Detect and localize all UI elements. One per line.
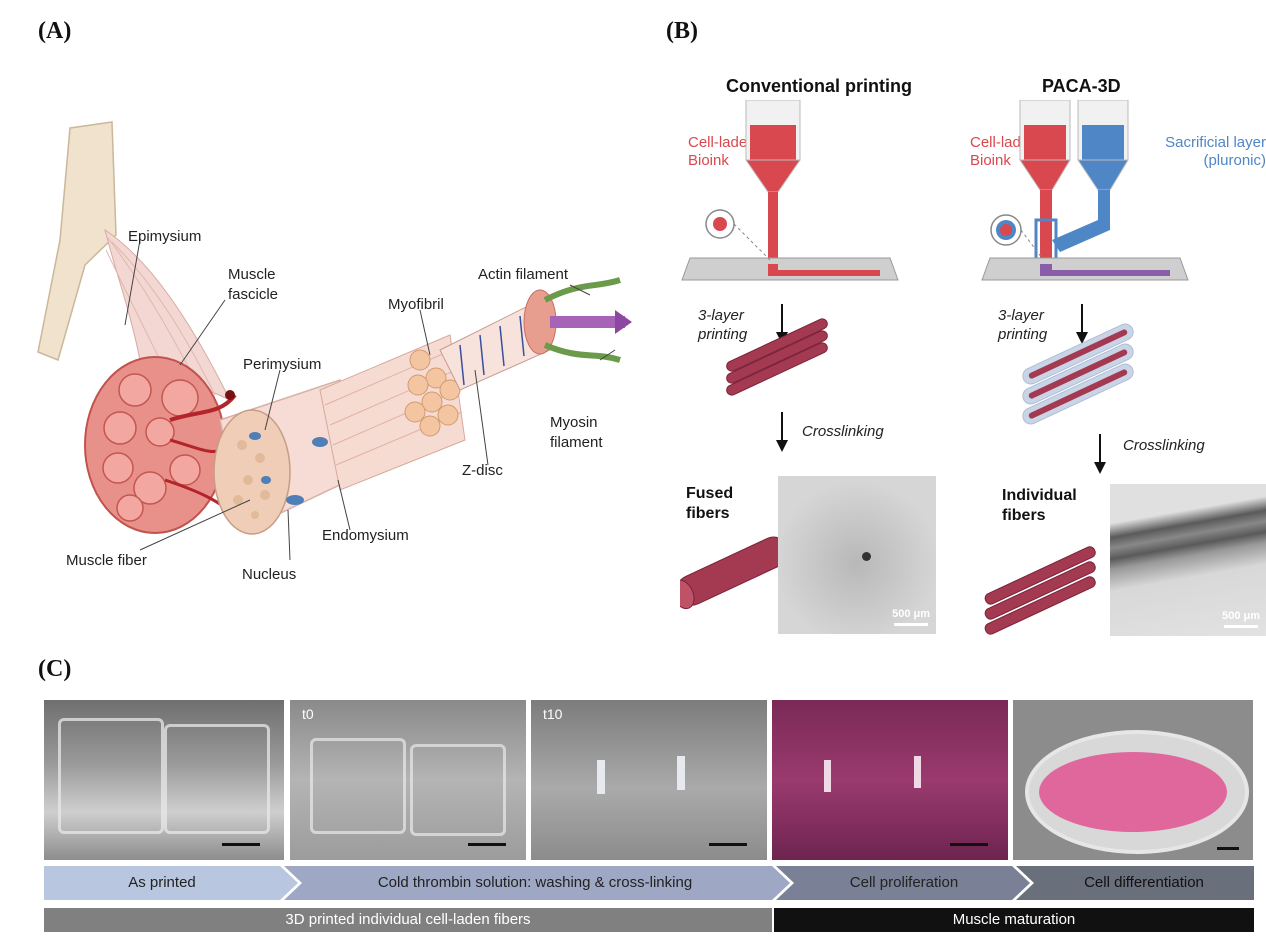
photo-cell-proliferation [772,700,1008,860]
photo-t10: t10 [531,700,767,860]
photo-as-printed [44,700,284,860]
stage-cold-thrombin: Cold thrombin solution: washing & cross-… [300,866,770,900]
label-fused-fibers: Fused fibers [686,484,733,524]
label-actin-filament: Actin filament [478,266,568,283]
label-myofibril: Myofibril [388,296,444,313]
bar-printed-fibers: 3D printed individual cell-laden fibers [44,908,772,932]
post-t10-right [677,756,685,790]
panel-label-a: (A) [38,18,71,45]
label-3-layer-printing-left: 3-layer printing [698,306,747,344]
photo-t0: t0 [290,700,526,860]
label-z-disc: Z-disc [462,462,503,479]
scale-bar-photo-2 [468,843,506,846]
label-myosin-filament: Myosin filament [550,413,603,453]
post-prolif-right [914,756,921,788]
culture-medium [1039,752,1227,832]
label-t10: t10 [543,706,562,722]
micrograph-individual-fibers: 500 μm [1110,484,1266,636]
printed-chamber-right [164,724,270,834]
panel-label-c: (C) [38,656,71,683]
label-epimysium: Epimysium [128,228,201,245]
chamber-t0-left [310,738,406,834]
stage-cell-proliferation: Cell proliferation [794,866,1014,900]
scale-bar-left [894,623,928,626]
scale-bar-photo-1 [222,843,260,846]
panel-label-b: (B) [666,18,698,45]
micrograph-particle [862,552,871,561]
micrograph-fused-fibers: 500 μm [778,476,936,634]
label-perimysium: Perimysium [243,356,321,373]
label-endomysium: Endomysium [322,527,409,544]
scale-bar-label-right: 500 μm [1222,610,1260,622]
label-muscle-fascicle: Muscle fascicle [228,265,278,305]
label-crosslinking-left: Crosslinking [802,422,884,441]
scale-bar-right [1224,625,1258,628]
conventional-printing-title: Conventional printing [726,76,912,97]
label-3-layer-printing-right: 3-layer printing [998,306,1047,344]
scale-bar-label-left: 500 μm [892,608,930,620]
label-nucleus: Nucleus [242,566,296,583]
label-muscle-fiber: Muscle fiber [66,552,147,569]
post-t10-left [597,760,605,794]
paca-3d-title: PACA-3D [1042,76,1121,97]
printed-chamber-left [58,718,164,834]
label-individual-fibers: Individual fibers [1002,486,1077,526]
photo-cell-differentiation [1013,700,1253,860]
scale-bar-photo-4 [950,843,988,846]
chamber-t0-right [410,744,506,836]
label-t0: t0 [302,706,314,722]
label-crosslinking-right: Crosslinking [1123,436,1205,455]
stage-cell-differentiation: Cell differentiation [1034,866,1254,900]
post-prolif-left [824,760,831,792]
scale-bar-photo-3 [709,843,747,846]
stage-as-printed: As printed [44,866,280,900]
scale-bar-photo-5 [1217,847,1239,850]
bar-muscle-maturation: Muscle maturation [774,908,1254,932]
